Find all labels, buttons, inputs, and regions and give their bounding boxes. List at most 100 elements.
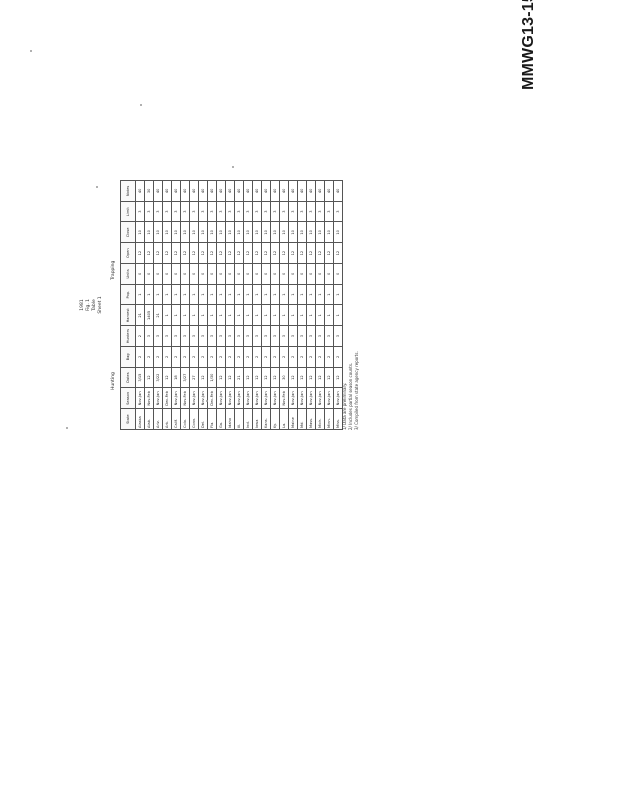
table-cell: 30 xyxy=(279,367,289,388)
table-cell: 12 xyxy=(297,242,307,264)
column-header: Close xyxy=(120,222,136,243)
table-cell: 12 xyxy=(306,242,316,264)
table-cell: 12 xyxy=(243,242,253,264)
table-cell: 12 xyxy=(180,242,190,264)
table-cell: 12 xyxy=(315,242,325,264)
state-cell: Alab. xyxy=(144,408,154,430)
table-cell: 18 xyxy=(171,367,181,388)
table-cell: 3 xyxy=(171,201,181,222)
table-cell: 2 xyxy=(243,346,253,368)
rotated-table-content: 1981 Fig. 1 Table Sheet 1 Hunting Trappi… xyxy=(80,180,380,430)
table-cell: 12 xyxy=(252,242,262,264)
table-cell: 3 xyxy=(279,325,289,347)
table-cell: 10 xyxy=(189,222,199,243)
table-cell: 10 xyxy=(153,222,163,243)
table-cell: 40 xyxy=(198,180,208,202)
group-label-trapping: Trapping xyxy=(111,260,116,280)
table-cell: Nov-Jan xyxy=(216,388,226,409)
table-cell: 12 xyxy=(315,367,325,388)
table-cell: 40 xyxy=(135,180,145,202)
table-header-block: 1981 Fig. 1 Table Sheet 1 xyxy=(80,180,104,430)
table-cell: Nov-Jan xyxy=(225,388,235,409)
column-header: Pop. xyxy=(120,284,136,305)
table-cell: 1 xyxy=(171,305,181,326)
state-cell: Fla. xyxy=(207,408,217,430)
table-cell: 2 xyxy=(279,346,289,368)
table-cell: 12 xyxy=(225,242,235,264)
state-cell: Alaska xyxy=(135,408,145,430)
table-cell: 40 xyxy=(207,180,217,202)
column-header: State xyxy=(120,408,136,430)
state-cell: Minn. xyxy=(324,408,334,430)
table-cell: 10 xyxy=(171,222,181,243)
table-cell: 40 xyxy=(171,180,181,202)
table-cell: 2 xyxy=(288,346,298,368)
table-cell: 3/22 xyxy=(153,367,163,388)
table-cell: 1 xyxy=(252,305,262,326)
table-cell: 0 xyxy=(180,263,190,285)
table-cell: 2 xyxy=(252,346,262,368)
table-cell: 1 xyxy=(243,284,253,305)
table-cell: 40 xyxy=(153,180,163,202)
table-cell: 1 xyxy=(279,284,289,305)
table-cell: 40 xyxy=(234,180,244,202)
scan-speck xyxy=(206,400,208,402)
column-header: Limit xyxy=(120,201,136,222)
table-cell: 2 xyxy=(216,346,226,368)
table-notes: 1/ Data are preliminary. 2/ Includes par… xyxy=(342,180,360,430)
table-cell: Nov-Jan xyxy=(189,388,199,409)
table-cell: 0 xyxy=(243,263,253,285)
table-cell: 1 xyxy=(252,284,262,305)
table-cell: 40 xyxy=(225,180,235,202)
table-cell: 3 xyxy=(297,325,307,347)
table-cell: 3 xyxy=(261,325,271,347)
table-cell: 12 xyxy=(144,367,154,388)
table-cell: 10 xyxy=(315,222,325,243)
table-cell: 2 xyxy=(144,346,154,368)
table-cell: 3 xyxy=(243,201,253,222)
state-cell: Colo. xyxy=(180,408,190,430)
table-cell: 3 xyxy=(252,325,262,347)
table-cell: 12 xyxy=(324,242,334,264)
table-cell: 10 xyxy=(216,222,226,243)
table-cell: 10 xyxy=(306,222,316,243)
table-cell: 3 xyxy=(234,201,244,222)
column-header: Harvest xyxy=(120,305,136,326)
table-cell: 12 xyxy=(324,367,334,388)
state-cell: Kans. xyxy=(261,408,271,430)
table-cell: 3 xyxy=(270,325,280,347)
table-cell: 40 xyxy=(243,180,253,202)
table-cell: 10 xyxy=(180,222,190,243)
table-cell: 10 xyxy=(207,222,217,243)
scan-speck xyxy=(30,50,32,52)
state-cell: Ark. xyxy=(162,408,172,430)
table-cell: 2 xyxy=(306,346,316,368)
column-header: Dates xyxy=(120,367,136,388)
table-cell: 0 xyxy=(261,263,271,285)
table-cell: 2 xyxy=(297,346,307,368)
table-cell: 1/30 xyxy=(207,367,217,388)
table-cell: 3 xyxy=(171,325,181,347)
table-cell: 0 xyxy=(216,263,226,285)
table-cell: 3 xyxy=(324,201,334,222)
table-cell: 3 xyxy=(306,325,316,347)
state-cell: Conn. xyxy=(189,408,199,430)
document-id-stamp: MMWG13-15_14089 xyxy=(520,0,537,90)
table-cell: 2 xyxy=(180,346,190,368)
table-cell: 3/27 xyxy=(180,367,190,388)
table-cell: 3 xyxy=(297,201,307,222)
table-cell: 1 xyxy=(297,305,307,326)
table-cell: 1 xyxy=(225,284,235,305)
table-cell: 0 xyxy=(153,263,163,285)
table-cell: 27 xyxy=(189,367,199,388)
table-cell: 10 xyxy=(225,222,235,243)
table-cell: 3 xyxy=(198,201,208,222)
table-cell: 3 xyxy=(270,201,280,222)
